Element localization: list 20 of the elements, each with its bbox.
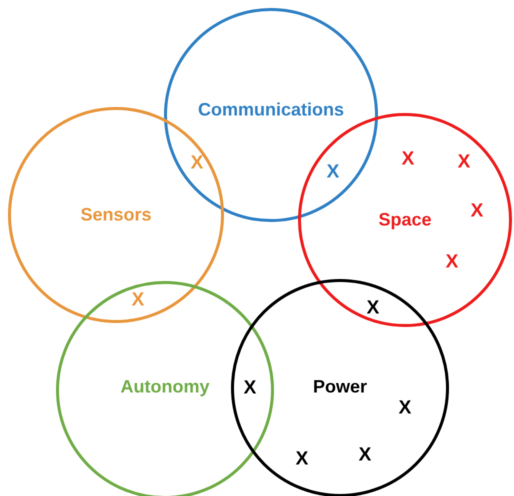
- x-mark: X: [398, 398, 412, 418]
- x-mark: X: [358, 446, 372, 464]
- circle-label: Communications: [198, 100, 344, 120]
- circle-label: Space: [378, 210, 432, 230]
- x-mark: X: [296, 450, 308, 468]
- x-mark: X: [470, 202, 484, 220]
- x-mark: X: [190, 154, 204, 172]
- x-mark: X: [446, 252, 458, 272]
- venn-circle: [231, 279, 449, 496]
- circle-label: Autonomy: [120, 376, 210, 398]
- x-mark: X: [366, 298, 380, 318]
- circle-label: Sensors: [80, 204, 152, 226]
- circle-label: Power: [312, 376, 368, 398]
- x-mark: X: [132, 290, 144, 310]
- x-mark: X: [402, 150, 414, 168]
- venn-circle: [56, 281, 274, 496]
- x-mark: X: [326, 162, 340, 182]
- x-mark: X: [244, 378, 256, 398]
- venn-circle: [164, 8, 378, 222]
- x-mark: X: [458, 152, 470, 172]
